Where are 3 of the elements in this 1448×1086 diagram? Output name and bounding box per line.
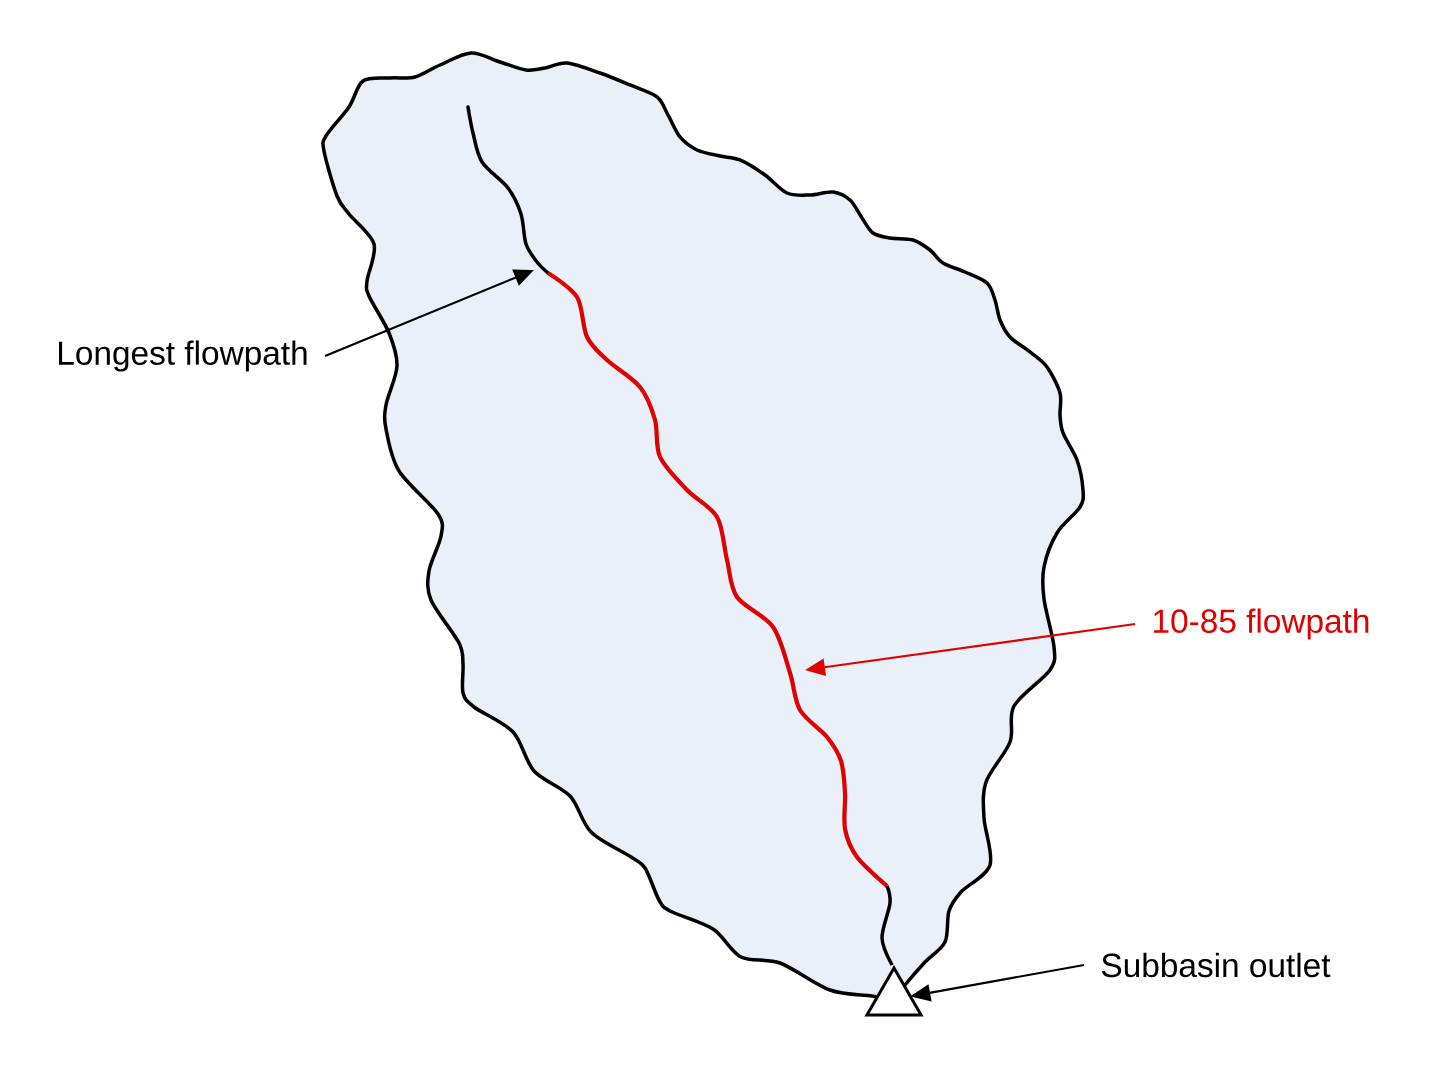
callout-label: 10-85 flowpath [1154,608,1369,640]
callout-label: Subbasin outlet [1101,952,1331,978]
callout-label: Longest flowpath [59,340,307,372]
